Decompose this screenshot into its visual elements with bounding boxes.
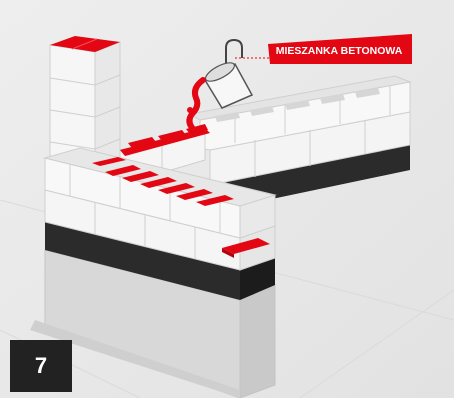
callout-label: MIESZANKA BETONOWA [276,45,403,57]
step-number-badge: 7 [10,340,72,392]
